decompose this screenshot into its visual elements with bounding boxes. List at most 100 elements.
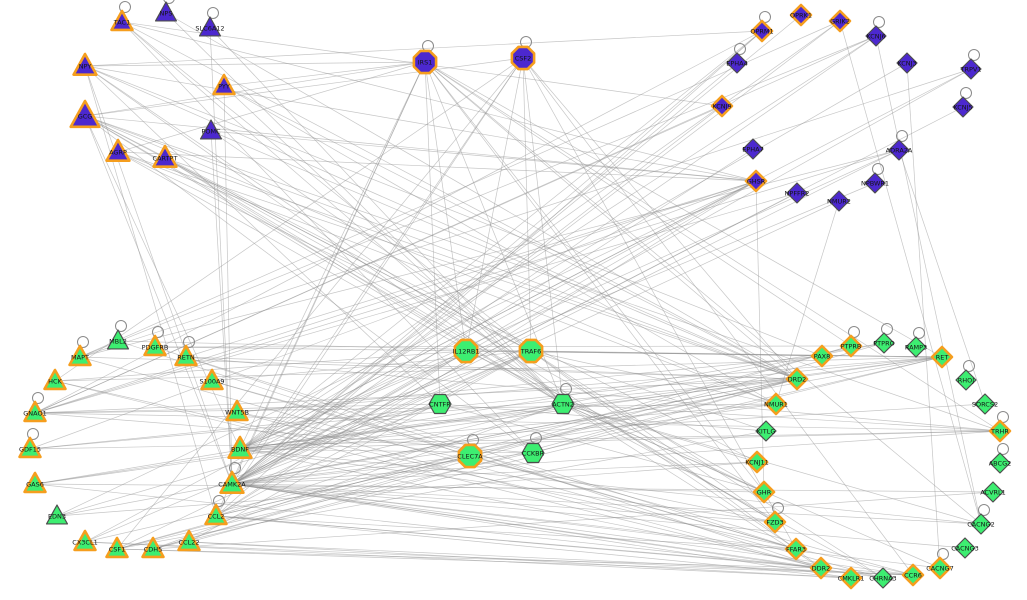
node-shape (45, 504, 69, 525)
edge (223, 61, 426, 87)
node-shape (839, 334, 863, 358)
edge (210, 130, 798, 380)
node-shape (865, 25, 887, 47)
edge (188, 541, 852, 579)
edge (532, 378, 798, 454)
edge (215, 403, 564, 517)
node-KCNJ6[interactable]: KCNJ6 (865, 25, 887, 47)
node-KCNJ3[interactable]: KCNJ3 (896, 52, 918, 74)
edge (236, 411, 776, 523)
node-HCK[interactable]: HCK (43, 368, 67, 391)
node-GCG[interactable]: GCG (69, 99, 101, 129)
node-CACNG3[interactable]: CACNG3 (951, 537, 979, 559)
edge (34, 356, 943, 485)
node-DDR2[interactable]: DDR2 (809, 556, 833, 580)
node-CLEC7A[interactable]: CLEC7A (457, 443, 483, 469)
edge (185, 356, 797, 550)
edge (117, 151, 757, 182)
edges-layer (29, 12, 1001, 579)
edge (116, 57, 524, 550)
node-shape (43, 368, 67, 391)
edge (231, 356, 943, 485)
node-RAMP3[interactable]: RAMP3 (905, 336, 927, 358)
node-FZD3[interactable]: FZD3 (763, 510, 787, 534)
node-CCR6[interactable]: CCR6 (901, 563, 925, 587)
node-ACVRL1[interactable]: ACVRL1 (980, 481, 1006, 503)
node-ADRA2A[interactable]: ADRA2A (886, 139, 913, 161)
node-GNAO1[interactable]: GNAO1 (23, 400, 47, 423)
node-shape (905, 336, 927, 358)
edge (215, 378, 798, 517)
node-KCNJ5[interactable]: KCNJ5 (952, 96, 974, 118)
node-PYY[interactable]: PYY (212, 73, 236, 96)
node-CX3CL1[interactable]: CX3CL1 (72, 529, 98, 552)
node-RHOJ[interactable]: RHOJ (955, 369, 977, 391)
node-TRHR[interactable]: TRHR (988, 419, 1012, 443)
node-OPRK1[interactable]: OPRK1 (789, 3, 813, 27)
edge (231, 430, 1001, 485)
edge (906, 62, 941, 569)
self-loop (873, 16, 885, 28)
node-S100A9[interactable]: S100A9 (199, 368, 225, 391)
edge (34, 105, 723, 414)
edge (165, 12, 564, 405)
edge (424, 61, 943, 358)
node-CACNG7[interactable]: CACNG7 (926, 556, 954, 580)
edge (79, 68, 972, 358)
edge (424, 61, 467, 352)
node-KCNJ11[interactable]: KCNJ11 (745, 450, 769, 474)
edge (152, 345, 852, 550)
edge (231, 35, 877, 485)
self-loop (119, 1, 131, 13)
edge (239, 68, 972, 450)
edge (231, 180, 757, 485)
node-KITLG[interactable]: KITLG (755, 420, 777, 442)
node-shape (72, 52, 98, 76)
node-NMUR1[interactable]: NMUR1 (764, 392, 788, 416)
node-NPS[interactable]: NPS (154, 1, 178, 22)
node-shape (982, 481, 1004, 503)
node-IL12RB1[interactable]: IL12RB1 (453, 338, 480, 364)
edge (231, 483, 776, 523)
edge (215, 515, 822, 569)
node-TRAF6[interactable]: TRAF6 (518, 338, 544, 364)
node-PTPRB[interactable]: PTPRB (839, 334, 863, 358)
node-shape (954, 537, 976, 559)
edge (79, 20, 841, 358)
node-PTPRO[interactable]: PTPRO (873, 332, 895, 354)
edge (84, 115, 798, 380)
node-shape (784, 537, 808, 561)
node-ACTN2[interactable]: ACTN2 (551, 393, 575, 415)
node-TRPV1[interactable]: TRPV1 (960, 58, 982, 80)
node-GDF15[interactable]: GDF15 (18, 436, 42, 459)
node-shape (551, 393, 575, 415)
node-CHRNA3[interactable]: CHRNA3 (869, 567, 897, 589)
node-GHR[interactable]: GHR (752, 480, 776, 504)
node-shape (154, 1, 178, 22)
node-shape (750, 19, 774, 43)
node-SORCS2[interactable]: SORCS2 (972, 393, 998, 415)
edge (34, 180, 757, 414)
node-shape (974, 393, 996, 415)
node-CSF2[interactable]: CSF2 (510, 45, 536, 71)
node-IRS1[interactable]: IRS1 (412, 49, 438, 75)
node-CCKBR[interactable]: CCKBR (521, 442, 545, 464)
edge (34, 192, 798, 414)
node-KCNJ9[interactable]: KCNJ9 (710, 94, 734, 118)
node-RET[interactable]: RET (930, 345, 954, 369)
node-AGRP[interactable]: AGRP (105, 138, 131, 162)
node-CACNG2[interactable]: CACNG2 (967, 513, 995, 535)
edge (239, 356, 943, 450)
node-NPY[interactable]: NPY (72, 52, 98, 76)
node-ABCG2[interactable]: ABCG2 (989, 452, 1012, 474)
edge (56, 461, 758, 517)
node-TAC1[interactable]: TAC1 (110, 9, 134, 32)
node-PAX8[interactable]: PAX8 (810, 344, 834, 368)
node-NMUR2[interactable]: NMUR2 (827, 190, 851, 212)
node-shape (901, 563, 925, 587)
edge (84, 350, 532, 543)
node-CMKLR1[interactable]: CMKLR1 (838, 566, 865, 590)
node-NPBWR1[interactable]: NPBWR1 (861, 172, 889, 194)
node-GRIK2[interactable]: GRIK2 (828, 9, 852, 33)
